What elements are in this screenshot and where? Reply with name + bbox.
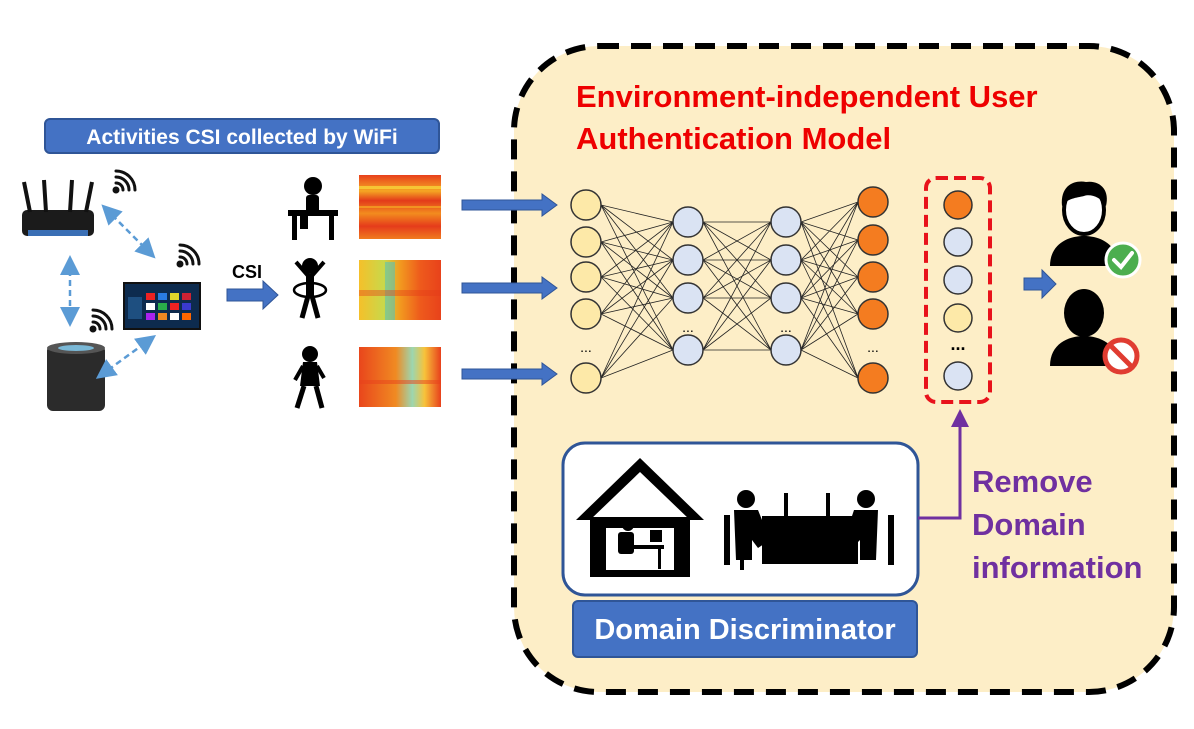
nn-node-layer1 [570,362,602,394]
nn-edge [600,204,674,351]
nn-node-layer2 [672,244,704,276]
ellipsis-layer2: ... [682,319,694,335]
csi-arrow [226,279,279,311]
nn-edge [800,259,859,379]
model-title: Environment-independent User Authenticat… [576,79,1038,156]
feature-vector-box [924,176,992,404]
smart-speaker-icon [47,342,105,411]
nn-node-layer1 [570,298,602,330]
output-arrow [1023,268,1057,300]
nn-edge [600,349,674,379]
office-meeting-icon [724,490,894,570]
neural-network: ... ... ... ... [570,186,889,394]
person-dancing-icon [293,346,326,409]
feature-ellipsis: ... [950,334,965,354]
nn-edge [600,259,674,379]
remove-domain-arrow [918,409,969,520]
csi-heatmap-1 [359,175,441,239]
csi-heatmap-3 [359,347,441,407]
nn-edge [600,241,674,299]
wifi-signal-icon [89,169,201,333]
nn-edge [600,241,674,351]
wifi-link-arrows [60,204,157,379]
ellipsis-layer1: ... [580,339,592,355]
nn-edge [600,313,674,351]
user-denied-icon [1050,289,1140,375]
router-icon [22,179,94,236]
nn-node-layer3 [770,334,802,366]
nn-edge [600,297,674,379]
nn-edge [800,201,859,299]
nn-edge [702,259,772,299]
nn-edge [600,297,674,315]
feature-node [943,190,973,220]
ellipsis-layer4: ... [867,339,879,355]
nn-node-layer1 [570,189,602,221]
nn-edge [702,221,772,351]
nn-edge [800,276,859,299]
nn-edge [600,241,674,261]
nn-node-layer1 [570,261,602,293]
person-hula-hoop-icon [292,258,328,319]
remove-domain-label: Remove Domain information [972,464,1143,585]
nn-node-layer4 [857,298,889,330]
nn-node-layer2 [672,206,704,238]
csi-heatmap-2 [359,260,441,320]
nn-node-layer4 [857,186,889,218]
nn-edge [600,221,674,278]
nn-node-layer1 [570,226,602,258]
nn-node-layer2 [672,282,704,314]
feature-node [943,361,973,391]
nn-node-layer4 [857,261,889,293]
nn-edge [600,204,674,223]
nn-edge [800,221,859,379]
nn-edge [800,349,859,379]
home-office-icon [576,458,704,577]
nn-edge [800,276,859,351]
tv-icon [123,282,201,330]
nn-edge [800,297,859,315]
nn-edge [800,201,859,261]
nn-edge [800,297,859,379]
nn-edge [600,259,674,315]
feature-node [943,227,973,257]
nn-edge [702,297,772,351]
ellipsis-layer3: ... [780,319,792,335]
nn-edge [600,221,674,315]
nn-edge [800,201,859,223]
nn-node-layer4 [857,362,889,394]
nn-edge [800,221,859,315]
domain-discriminator-label: Domain Discriminator [572,600,918,658]
nn-edge [800,201,859,351]
nn-edge [800,313,859,351]
nn-edge [702,221,772,261]
nn-edge [600,221,674,379]
nn-edge [600,276,674,351]
nn-node-layer4 [857,224,889,256]
nn-edge [702,221,772,299]
input-arrows [461,193,558,386]
nn-edge [600,204,674,299]
person-sitting-desk-icon [288,177,338,240]
nn-edge [800,239,859,351]
nn-edge [600,204,674,261]
nn-edge [600,221,674,243]
nn-edge [702,259,772,351]
feature-node [943,303,973,333]
csi-label: CSI [232,262,263,282]
nn-node-layer3 [770,244,802,276]
nn-node-layer2 [672,334,704,366]
activities-label: Activities CSI collected by WiFi [44,118,440,154]
nn-edge [800,239,859,299]
nn-node-layer3 [770,282,802,314]
feature-vector [943,190,973,391]
nn-edge [800,259,859,315]
feature-node [943,265,973,295]
nn-node-layer3 [770,206,802,238]
user-authorized-icon [1050,181,1142,279]
